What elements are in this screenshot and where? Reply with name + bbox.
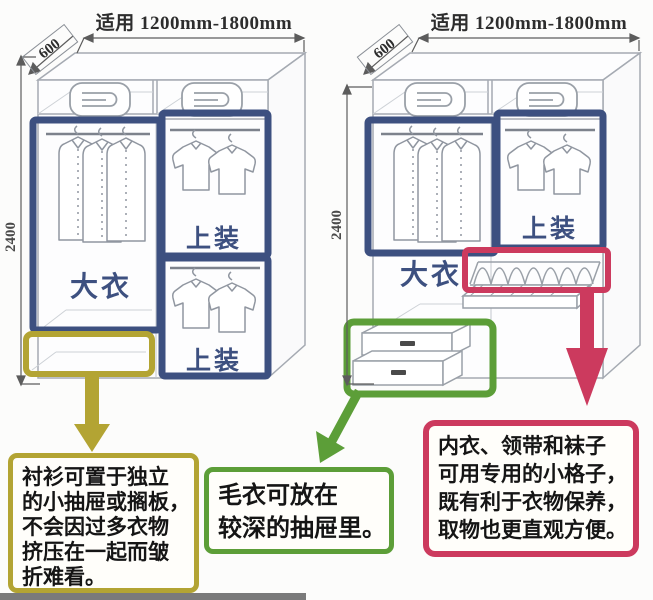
callout-sweater-tip: 毛衣可放在 较深的抽屉里。 [204, 467, 394, 554]
section-label-tops-right: 上装 [521, 215, 578, 243]
folded-duvet-icon [69, 82, 131, 117]
image-edge-strip [0, 593, 306, 600]
width-dimension-label-left: 适用 1200mm-1800mm [95, 13, 293, 34]
left-dimension-lines [16, 33, 306, 387]
section-label-tops-upper-left: 上装 [185, 225, 242, 253]
drawer-stack [352, 322, 471, 387]
width-dimension-label-right: 适用 1200mm-1800mm [430, 13, 628, 34]
section-label-coat-left: 大衣 [69, 271, 132, 302]
callout-shirt-tip: 衬衫可置于独立 的小抽屉或搁板， 不会因过多衣物 挤压在一起而皱 折难看。 [8, 453, 199, 593]
callout-text-line: 的小抽屉或搁板， [22, 491, 190, 514]
coat-icon [106, 126, 146, 242]
callout-accessories-tip: 内衣、领带和袜子 可用专用的小格子， 既有利于衣物保养， 取物也更直观方便。 [423, 420, 639, 557]
drawer-handle [391, 370, 406, 375]
height-dimension-label-left: 2400 [3, 222, 19, 252]
tops-zone-outline-lower-left [158, 254, 272, 380]
callout-text-line: 挤压在一起而皱 [22, 541, 169, 564]
down-arrow-icon-red [566, 291, 608, 406]
callout-text-line: 内衣、领带和袜子 [438, 435, 606, 458]
callout-text-line: 衬衫可置于独立 [22, 466, 169, 489]
height-dimension-label-right: 2400 [329, 210, 345, 240]
drawer-handle [400, 341, 415, 346]
left-cabinet-contents [46, 82, 260, 333]
shelf-zone-outline [23, 331, 155, 377]
section-label-coat-right: 大衣 [399, 259, 462, 290]
down-left-arrow-icon-green [316, 388, 363, 463]
coat-icon [441, 126, 481, 242]
section-label-tops-lower-left: 上装 [185, 347, 242, 375]
callout-text-line: 既有利于衣物保养， [438, 491, 627, 514]
callout-text-line: 较深的抽屉里。 [218, 515, 386, 542]
folded-duvet-icon [404, 82, 466, 117]
callout-text-line: 毛衣可放在 [218, 482, 338, 509]
callout-text-line: 可用专用的小格子， [438, 463, 627, 486]
callout-text-line: 不会因过多衣物 [22, 516, 169, 539]
callout-text-line: 取物也更直观方便。 [438, 519, 627, 542]
compartment-zone-outline [462, 247, 611, 293]
callout-text-line: 折难看。 [22, 566, 106, 589]
down-arrow-icon-yellow [74, 376, 110, 452]
right-dimension-lines [342, 33, 641, 387]
